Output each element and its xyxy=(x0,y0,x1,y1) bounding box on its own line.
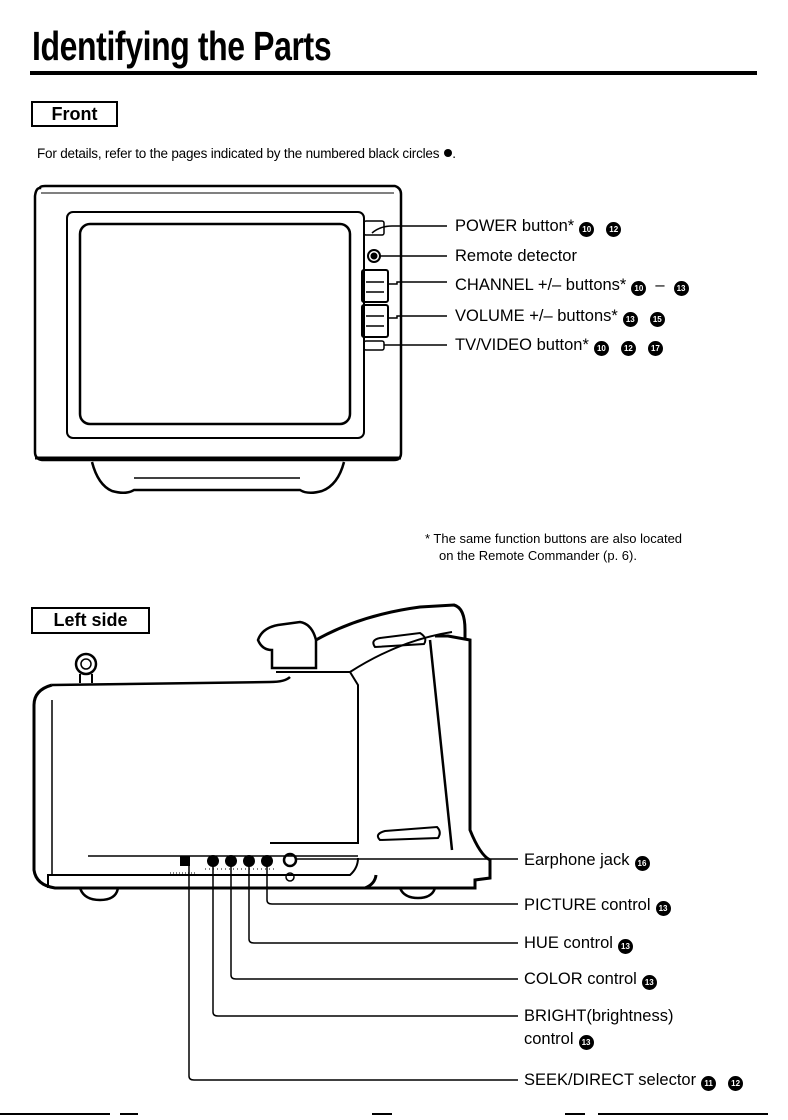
page-ref-icon: 15 xyxy=(649,312,665,327)
footer-rule xyxy=(598,1113,768,1115)
page-title: Identifying the Parts xyxy=(32,23,332,69)
footnote: * The same function buttons are also loc… xyxy=(425,530,755,564)
label-volume-buttons: VOLUME +/– buttons* 13 15 xyxy=(455,306,665,327)
label-picture-control: PICTURE control 13 xyxy=(524,895,671,916)
label-channel-buttons: CHANNEL +/– buttons* 10–13 xyxy=(455,275,689,296)
label-volume-text: VOLUME +/– buttons* xyxy=(455,307,618,325)
label-hue-control: HUE control 13 xyxy=(524,933,633,954)
page-ref-icon: 13 xyxy=(655,901,671,916)
page-ref-icon: 12 xyxy=(606,222,622,237)
page-ref-icon: 13 xyxy=(617,939,633,954)
label-seek-direct-selector: SEEK/DIRECT selector 11 12 xyxy=(524,1070,744,1091)
black-circle-icon xyxy=(444,149,453,157)
label-seek-text: SEEK/DIRECT selector xyxy=(524,1071,697,1089)
footer-rule xyxy=(565,1113,585,1115)
page-ref-icon: 10 xyxy=(631,281,647,296)
footnote-line-2: on the Remote Commander (p. 6). xyxy=(439,548,637,563)
range-dash: – xyxy=(655,276,665,294)
label-bright-control-cont: control 13 xyxy=(524,1029,594,1050)
footer-rule xyxy=(0,1113,110,1115)
page-ref-icon: 17 xyxy=(647,341,663,356)
page-ref-icon: 12 xyxy=(728,1076,744,1091)
page-ref-icon: 13 xyxy=(578,1035,594,1050)
footnote-line-1: * The same function buttons are also loc… xyxy=(425,531,683,546)
label-earphone-jack: Earphone jack 16 xyxy=(524,850,650,871)
page-ref-icon: 12 xyxy=(620,341,636,356)
tv-front-drawing xyxy=(33,184,447,494)
front-section-heading: Front xyxy=(31,101,118,127)
label-color-text: COLOR control xyxy=(524,970,637,988)
page-ref-icon: 11 xyxy=(701,1076,717,1091)
intro-period: . xyxy=(452,146,456,161)
label-channel-text: CHANNEL +/– buttons* xyxy=(455,276,627,294)
label-tvvideo-button: TV/VIDEO button* 10 12 17 xyxy=(455,335,663,356)
page-ref-icon: 10 xyxy=(579,222,595,237)
label-earphone-text: Earphone jack xyxy=(524,851,630,869)
page-ref-icon: 13 xyxy=(622,312,638,327)
label-remote-detector: Remote detector xyxy=(455,246,577,266)
label-hue-text: HUE control xyxy=(524,934,613,952)
page-ref-icon: 16 xyxy=(634,856,650,871)
label-color-control: COLOR control 13 xyxy=(524,969,657,990)
label-bright-control: BRIGHT(brightness) xyxy=(524,1006,673,1026)
left-side-section-heading: Left side xyxy=(31,607,150,634)
label-bright-text: BRIGHT(brightness) xyxy=(524,1007,674,1025)
tv-side-drawing xyxy=(32,603,518,1081)
title-underline xyxy=(30,71,757,75)
label-bright-text-2: control xyxy=(524,1030,574,1048)
footer-rule xyxy=(120,1113,138,1115)
page-ref-icon: 13 xyxy=(641,975,657,990)
label-power-button: POWER button* 10 12 xyxy=(455,216,622,237)
intro-sentence: For details, refer to the pages indicate… xyxy=(37,146,440,161)
page-ref-icon: 13 xyxy=(673,281,689,296)
intro-text: For details, refer to the pages indicate… xyxy=(37,146,456,161)
footer-rule xyxy=(372,1113,392,1115)
label-power-text: POWER button* xyxy=(455,217,575,235)
label-picture-text: PICTURE control xyxy=(524,896,651,914)
label-remote-text: Remote detector xyxy=(455,247,577,265)
label-tvvideo-text: TV/VIDEO button* xyxy=(455,336,589,354)
page-ref-icon: 10 xyxy=(593,341,609,356)
